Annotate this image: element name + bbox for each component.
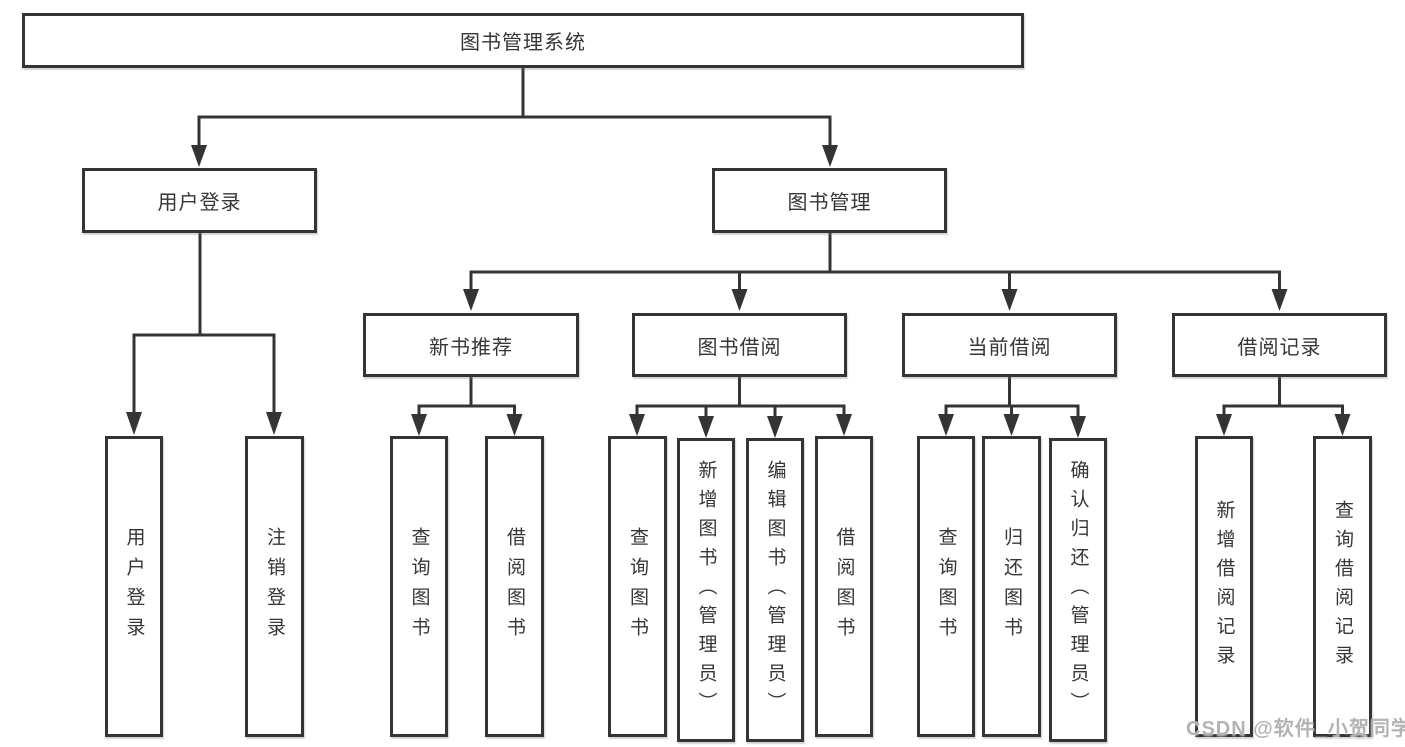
node-leaf-search-books-borrowing: 查询图书 <box>608 436 667 737</box>
node-leaf-add-books-admin: 新增图书（管理员） <box>677 438 735 742</box>
node-leaf-search-books-current: 查询图书 <box>917 436 975 737</box>
node-leaf-borrow-books-recommend: 借阅图书 <box>485 436 544 737</box>
node-library-management-system: 图书管理系统 <box>22 13 1024 68</box>
node-book-borrowing: 图书借阅 <box>632 313 847 377</box>
arrowheads <box>126 145 1351 438</box>
node-leaf-search-books-recommend: 查询图书 <box>390 436 448 737</box>
node-new-book-recommendation: 新书推荐 <box>363 313 579 377</box>
node-leaf-confirm-return-admin: 确认归还（管理员） <box>1049 438 1107 742</box>
node-leaf-user-login: 用户登录 <box>105 436 163 737</box>
node-leaf-search-borrow-record: 查询借阅记录 <box>1313 436 1372 737</box>
node-user-login: 用户登录 <box>82 168 317 233</box>
node-leaf-borrow-books-borrowing: 借阅图书 <box>815 436 873 737</box>
node-current-borrowing: 当前借阅 <box>902 313 1117 377</box>
node-book-management: 图书管理 <box>712 168 947 233</box>
node-leaf-logout: 注销登录 <box>245 436 304 737</box>
node-borrowing-records: 借阅记录 <box>1172 313 1387 377</box>
node-leaf-edit-books-admin: 编辑图书（管理员） <box>746 438 804 742</box>
node-leaf-add-borrow-record: 新增借阅记录 <box>1195 436 1253 737</box>
csdn-watermark: CSDN @软件_小贺同学 <box>1186 718 1405 740</box>
connector-lines <box>132 66 1344 422</box>
node-leaf-return-books: 归还图书 <box>982 436 1041 737</box>
